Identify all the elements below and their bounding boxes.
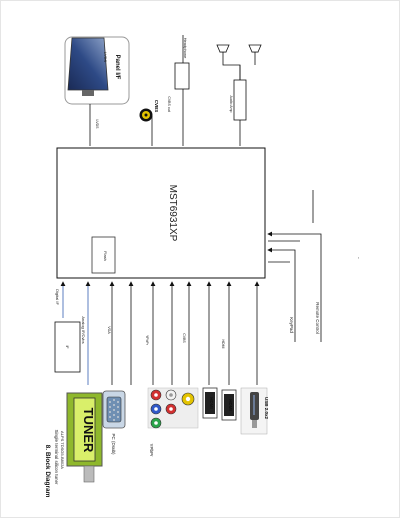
section-title: 8. Block Diagram bbox=[44, 445, 51, 498]
tuner-block: TUNER bbox=[66, 392, 103, 483]
stray-mark: , bbox=[358, 254, 359, 260]
usb-icon bbox=[240, 387, 268, 435]
analog-if-label: Analog IF/Cvbs bbox=[81, 316, 86, 343]
tuner-note-line-1: Single terminal silicon tuner bbox=[54, 429, 59, 485]
panel-interface: LVDS Panel I/F bbox=[64, 36, 130, 105]
cvbs-output-jack: CVBS bbox=[139, 100, 159, 122]
ypbpr-label: YPbPr bbox=[149, 443, 154, 457]
ypbpr-signal-label: YPbPr bbox=[145, 335, 149, 346]
vga-connector-icon bbox=[102, 390, 126, 429]
hdmi-2-label: HDMI bbox=[228, 399, 233, 411]
usb-label: USB 2.0x2 bbox=[264, 397, 269, 420]
main-chip-label: MST6931XP bbox=[167, 185, 178, 242]
hdmi-port-2-icon: HDMI bbox=[221, 389, 237, 421]
audio-amp-label: Audio Amp bbox=[229, 96, 233, 113]
hdmi-signal-label: HDMI bbox=[221, 340, 225, 349]
main-chip-block: MST6931XP Flash bbox=[56, 147, 266, 279]
av-signal-label: CVBS bbox=[182, 333, 186, 343]
lvds-label: LVDS bbox=[95, 120, 99, 130]
flash-label: Flash bbox=[103, 251, 108, 261]
tuner-if-box bbox=[54, 321, 81, 373]
speaker-right-icon bbox=[248, 44, 262, 53]
headphone-filter-box bbox=[174, 62, 190, 90]
pc-signal-label: VGA bbox=[107, 326, 111, 334]
panel-label: Panel I/F bbox=[114, 55, 120, 80]
cvbs-out-label: CVBS out bbox=[167, 96, 171, 111]
rca-jacks-icon bbox=[147, 387, 199, 429]
digital-if-label: Digital IF bbox=[55, 289, 60, 305]
speaker-left-icon bbox=[216, 44, 230, 53]
cvbs-label: CVBS bbox=[154, 100, 159, 113]
tuner-label: TUNER bbox=[81, 408, 96, 453]
flash-box bbox=[91, 236, 116, 274]
remote-line bbox=[267, 231, 322, 342]
hdmi-1-label: HDMI bbox=[209, 397, 214, 409]
tuner-note-line-2: ALPS TDSG5-B802A bbox=[60, 431, 65, 469]
keypad-line bbox=[267, 247, 296, 342]
pc-input-label: PC (Dsub) bbox=[111, 433, 116, 455]
remote-label: Remote Control bbox=[315, 302, 320, 334]
headphone-label: Headphone bbox=[183, 38, 188, 59]
speaker-wiring bbox=[222, 52, 241, 80]
hdmi-port-1-icon: HDMI bbox=[202, 387, 218, 419]
panel-sub-label: LVDS bbox=[103, 52, 108, 62]
keypad-label: KeyPad bbox=[289, 317, 294, 333]
svg-text:IF: IF bbox=[65, 345, 69, 348]
audio-amp-box bbox=[233, 79, 247, 121]
